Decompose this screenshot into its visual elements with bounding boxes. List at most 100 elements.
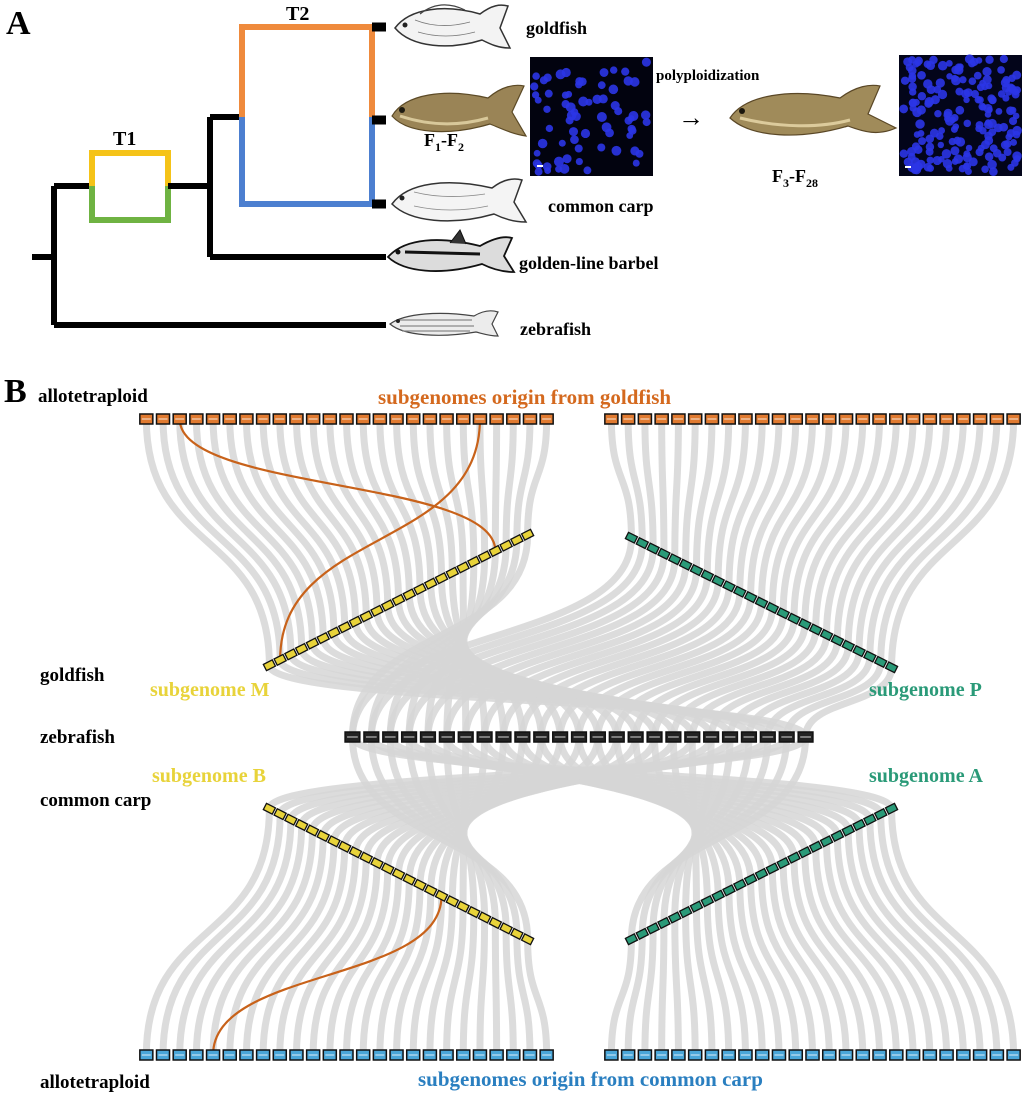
- chromosome-subgenome-a: [765, 862, 780, 875]
- chromosome-subgenome-a: [711, 889, 726, 903]
- chromosome-subgenome-m: [402, 588, 417, 601]
- phylogenetic-tree: [32, 22, 386, 328]
- cell-dot: [909, 104, 917, 112]
- chromosome-subgenome-m: [445, 566, 460, 580]
- link-top-to-subgenome-m: [192, 418, 306, 649]
- cell-dot: [905, 63, 914, 72]
- chromosome-subgenome-a: [754, 867, 769, 881]
- link-subgenome-p-to-zebrafish: [745, 650, 863, 738]
- hybrid-f1-text: F: [424, 130, 435, 150]
- cell-dot: [955, 87, 964, 96]
- link-subgenome-m-to-zebrafish: [448, 572, 489, 738]
- cell-dot: [989, 144, 998, 153]
- cell-dot: [970, 90, 979, 99]
- link-subgenome-a-to-bottom: [607, 939, 635, 1056]
- link-subgenome-p-to-zebrafish: [632, 618, 798, 738]
- cell-dot: [561, 91, 570, 99]
- node-label-t2: T2: [286, 3, 309, 25]
- t1-top-path: [89, 150, 171, 186]
- cell-dot: [937, 60, 948, 71]
- cell-dot: [993, 123, 1003, 133]
- cell-dot: [988, 97, 996, 105]
- link-top-to-subgenome-m: [292, 418, 370, 617]
- link-top-to-subgenome-m: [359, 418, 413, 595]
- cell-dot: [975, 57, 983, 64]
- link-subgenome-a-to-bottom: [855, 825, 967, 1056]
- cell-dot: [925, 147, 934, 156]
- link-subgenome-m-to-zebrafish: [424, 556, 489, 738]
- chromosome-subgenome-b: [337, 840, 352, 854]
- link-top-to-subgenome-p: [658, 418, 668, 554]
- later-gen-f-text: F: [772, 166, 783, 186]
- cell-dot: [626, 132, 634, 139]
- link-subgenome-a-to-bottom: [812, 846, 900, 1056]
- chromosome-subgenome-b: [423, 884, 438, 897]
- cell-dot: [642, 118, 651, 127]
- cell-dot: [543, 73, 552, 82]
- chromosome-subgenome-p: [797, 617, 812, 631]
- chromosome-subgenome-m: [456, 561, 470, 574]
- chromosome-subgenome-m: [294, 642, 309, 656]
- t2-top-path: [239, 24, 375, 117]
- cell-dot: [968, 77, 977, 85]
- chromosome-subgenome-b: [413, 878, 427, 892]
- chromosome-subgenome-m: [327, 626, 341, 639]
- hybrid-f2-subscript: 2: [458, 140, 464, 154]
- link-subgenome-a-to-bottom: [682, 912, 699, 1056]
- link-top-to-subgenome-m: [502, 418, 517, 546]
- cell-dot: [911, 142, 920, 151]
- chromosome-subgenome-p: [678, 558, 693, 571]
- chromosome-subgenome-a: [884, 802, 899, 815]
- link-subgenome-b-to-bottom: [292, 857, 370, 1056]
- chromosome-subgenome-p: [743, 590, 758, 604]
- chromosome-subgenome-p: [862, 650, 877, 663]
- link-top-to-subgenome-p: [790, 418, 867, 619]
- link-top-to-subgenome-p: [855, 418, 967, 652]
- cell-dot: [570, 108, 579, 116]
- chromosome-subgenome-p: [841, 639, 856, 652]
- cell-dot: [574, 144, 583, 153]
- link-top-to-subgenome-m: [326, 418, 392, 606]
- link-top-to-subgenome-m: [309, 418, 381, 611]
- node-label-t1: T1: [113, 128, 136, 150]
- chromosome-subgenome-b: [509, 927, 524, 941]
- link-subgenome-a-to-bottom: [779, 863, 850, 1056]
- barbel-drawing-icon: [386, 229, 516, 273]
- link-subgenome-b-to-bottom: [192, 825, 306, 1056]
- chromosome-subgenome-a: [732, 878, 747, 892]
- cell-dot: [955, 105, 965, 115]
- link-subgenome-p-to-zebrafish: [707, 639, 841, 738]
- cell-dot: [597, 143, 606, 152]
- link-subgenome-b-to-bottom: [393, 890, 435, 1056]
- link-subgenome-p-to-zebrafish: [669, 629, 820, 738]
- cell-dot: [932, 155, 942, 166]
- species-label-golden-line-barbel: golden-line barbel: [519, 253, 659, 273]
- link-subgenome-m-to-zebrafish: [459, 567, 470, 738]
- cell-dot: [533, 149, 541, 157]
- link-subgenome-p-to-zebrafish: [688, 634, 831, 738]
- chromosome-subgenome-p: [646, 542, 661, 555]
- link-top-to-subgenome-m: [513, 418, 534, 541]
- cell-dot: [1003, 139, 1012, 149]
- cell-dot: [963, 162, 972, 171]
- chromosome-subgenome-b: [283, 813, 298, 826]
- chromosome-subgenome-a: [743, 873, 758, 886]
- cell-dot: [953, 136, 962, 145]
- link-top-to-subgenome-m: [343, 418, 402, 601]
- cell-dot: [951, 158, 959, 165]
- chromosome-subgenome-a: [722, 884, 736, 897]
- cell-dot: [908, 98, 918, 107]
- cell-dot: [997, 90, 1006, 98]
- chromosome-subgenome-b: [445, 894, 460, 908]
- cell-dot: [609, 66, 618, 74]
- t1-bottom-path: [89, 186, 171, 223]
- cell-dot: [945, 60, 953, 67]
- cell-dot: [596, 112, 607, 123]
- link-top-to-subgenome-m: [459, 418, 478, 562]
- link-top-to-subgenome-m: [524, 418, 551, 535]
- cell-dot: [903, 157, 913, 167]
- chromosome-subgenome-p: [884, 661, 899, 674]
- chromosome-subgenome-p: [787, 612, 801, 625]
- later-gen-sub28: 28: [806, 176, 818, 190]
- chromosome-subgenome-b: [499, 922, 514, 935]
